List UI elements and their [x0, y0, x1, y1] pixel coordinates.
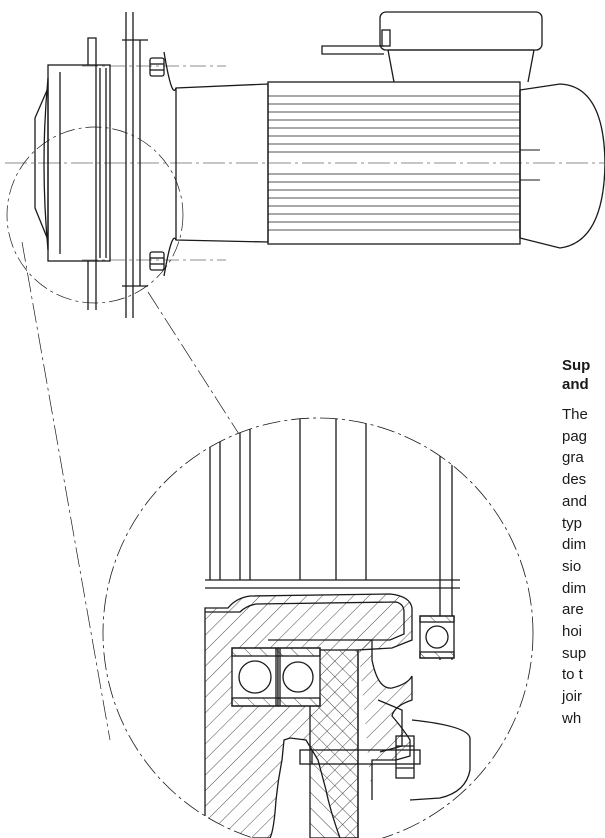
caption-body-line: typ: [562, 514, 583, 532]
caption-body-line: are: [562, 601, 584, 619]
wheel-rim: [205, 601, 405, 641]
caption-body-line: wh: [562, 709, 582, 727]
caption-heading: Sup and: [562, 356, 605, 394]
caption-body-line: sup: [562, 644, 587, 662]
caption-body-line: dim: [562, 536, 587, 554]
casting-right: [358, 639, 413, 800]
caption-body-line: and: [562, 492, 588, 510]
caption-body-line: hoi: [562, 623, 583, 641]
detail-leader-lines: [21, 241, 263, 741]
shaft-end: [520, 149, 540, 181]
enlarged-detail: [102, 417, 534, 838]
fan-cover: [519, 83, 605, 249]
caption-heading-line: Sup: [562, 357, 591, 374]
caption-body-line: to t: [562, 666, 583, 684]
caption-body-line: dim: [562, 579, 587, 597]
clamp-bolt: [299, 735, 421, 779]
housing-walls: [205, 418, 460, 660]
caption-body: The pag gra des and typ dim sio dim are …: [562, 404, 605, 730]
terminal-box: [321, 11, 543, 83]
caption-body-line: joir: [562, 688, 583, 706]
bolt-top: [149, 57, 165, 77]
side-view: [5, 11, 605, 318]
caption-body-line: gra: [562, 449, 584, 467]
motor-fins: [268, 95, 520, 231]
caption-body-line: des: [562, 471, 587, 489]
gearbox-housing: [163, 51, 269, 277]
caption-body-line: The: [562, 406, 588, 423]
caption-heading-line: and: [562, 376, 589, 393]
wheel-hub: [34, 37, 111, 310]
flange-plate: [122, 12, 148, 318]
caption-body-line: sio: [562, 557, 582, 575]
caption-body-line: pag: [562, 427, 588, 445]
caption-text-block: Sup and The pag gra des and typ dim sio …: [562, 356, 605, 730]
bolt-bottom: [149, 251, 165, 271]
detail-marker-circle: [6, 126, 184, 304]
bearing-pair: [231, 647, 321, 707]
small-bearing: [419, 615, 455, 659]
